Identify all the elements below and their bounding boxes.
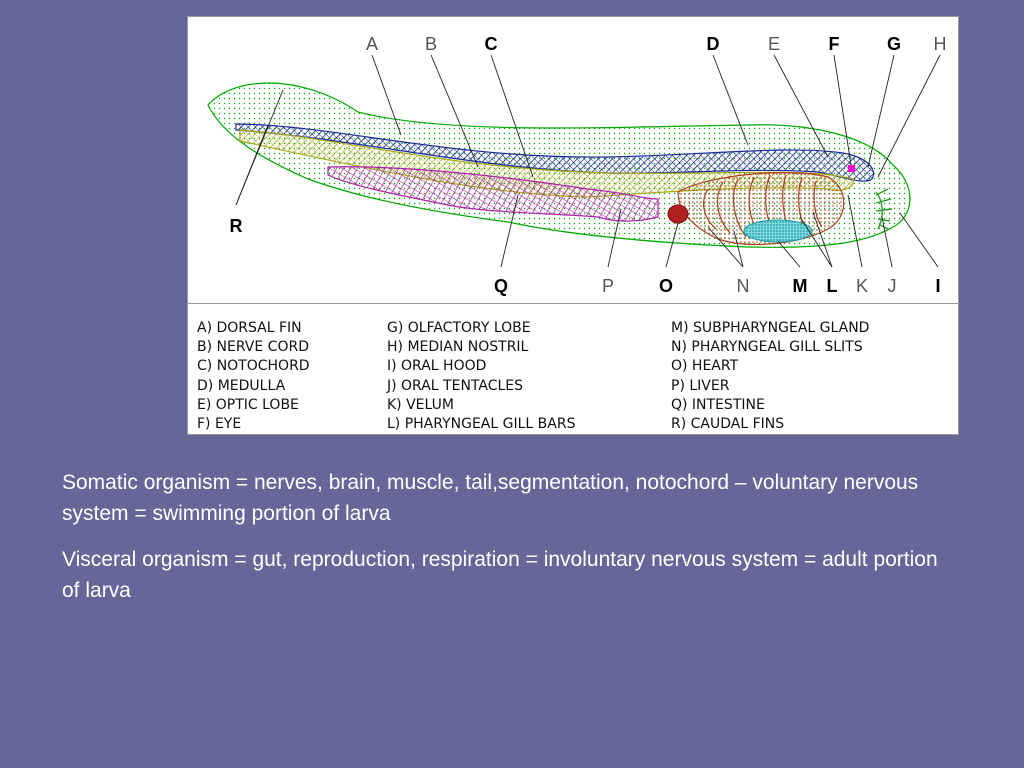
label-o: O xyxy=(659,276,673,296)
legend-item: E) OPTIC LOBE xyxy=(197,396,299,413)
label-g: G xyxy=(887,34,901,54)
legend-item: R) CAUDAL FINS xyxy=(671,416,785,433)
label-j: J xyxy=(888,276,897,296)
eye-spot xyxy=(848,165,855,172)
legend-column-1: A) DORSAL FIN B) NERVE CORD C) NOTOCHORD D)… xyxy=(197,319,310,434)
leader-lines xyxy=(235,54,941,268)
label-f: F xyxy=(829,34,840,54)
legend-item: K) VELUM xyxy=(387,396,454,413)
label-d: D xyxy=(707,34,720,54)
legend-column-2: G) OLFACTORY LOBE H) MEDIAN NOSTRIL I) ORA… xyxy=(387,319,575,434)
legend-item: A) DORSAL FIN xyxy=(197,320,302,336)
label-r: R xyxy=(230,216,243,236)
legend-item: J) ORAL TENTACLES xyxy=(387,377,524,394)
legend-item: N) PHARYNGEAL GILL SLITS xyxy=(671,339,863,356)
subpharyngeal-gland-shape xyxy=(743,219,813,243)
legend-item: O) HEART xyxy=(671,358,739,375)
somatic-organism-text: Somatic organism = nerves, brain, muscle… xyxy=(62,471,919,525)
label-e: E xyxy=(768,34,780,54)
legend-item: D) MEDULLA xyxy=(197,377,286,394)
label-b: B xyxy=(425,34,437,54)
legend-item: H) MEDIAN NOSTRIL xyxy=(387,339,529,356)
legend-item: P) LIVER xyxy=(671,377,730,394)
label-q: Q xyxy=(494,276,508,296)
legend-item: I) ORAL HOOD xyxy=(387,358,487,375)
label-h: H xyxy=(934,34,947,54)
legend-item: L) PHARYNGEAL GILL BARS xyxy=(387,416,576,433)
legend-item: F) EYE xyxy=(197,416,242,433)
nerve-cord-shape xyxy=(235,123,875,182)
visceral-organism-text: Visceral organism = gut, reproduction, r… xyxy=(62,548,938,602)
label-m: M xyxy=(793,276,808,296)
intestine-shape xyxy=(327,166,659,222)
label-a: A xyxy=(366,34,378,54)
label-k: K xyxy=(856,276,868,296)
legend-column-3: M) SUBPHARYNGEAL GLAND N) PHARYNGEAL GILL… xyxy=(671,319,869,434)
legend-item: M) SUBPHARYNGEAL GLAND xyxy=(671,320,870,336)
heart-shape xyxy=(667,204,689,224)
label-l: L xyxy=(827,276,838,296)
label-p: P xyxy=(602,276,614,296)
diagram-legend: A) DORSAL FIN B) NERVE CORD C) NOTOCHORD D)… xyxy=(188,303,958,434)
label-c: C xyxy=(485,34,498,54)
label-n: N xyxy=(737,276,750,296)
label-i: I xyxy=(935,276,940,296)
legend-item: B) NERVE CORD xyxy=(197,339,309,356)
legend-item: Q) INTESTINE xyxy=(671,396,765,413)
legend-item: G) OLFACTORY LOBE xyxy=(387,320,531,336)
oral-tentacles-shape xyxy=(875,188,893,230)
legend-item: C) NOTOCHORD xyxy=(197,358,310,375)
